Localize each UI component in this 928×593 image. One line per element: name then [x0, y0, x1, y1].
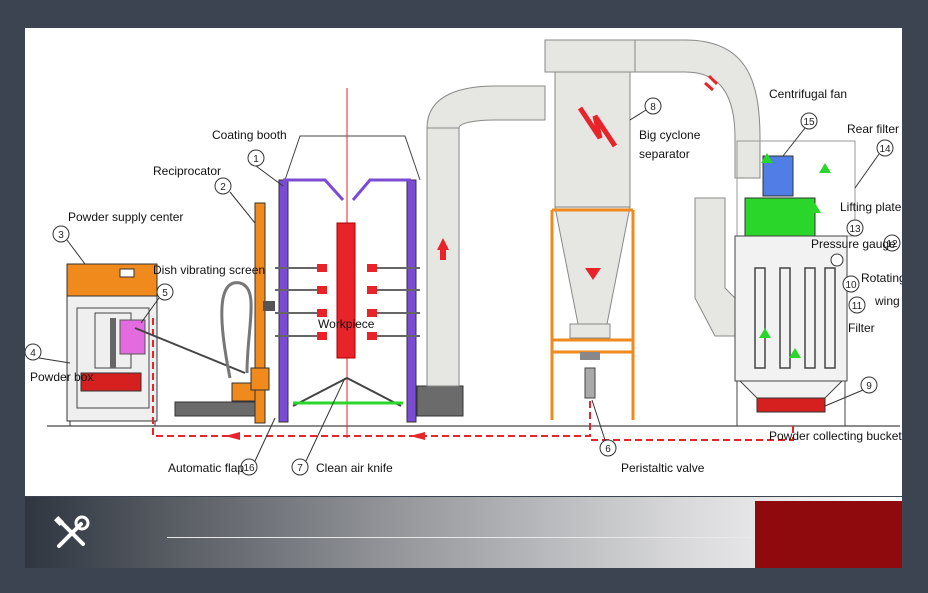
callout-1: 1 — [253, 154, 259, 165]
callout-2: 2 — [220, 182, 226, 193]
label-powder-collecting-bucket: Powder collecting bucket — [769, 429, 902, 443]
label-rotating: Rotating — [861, 271, 902, 285]
filter-housing — [734, 140, 856, 426]
callout-3: 3 — [58, 230, 64, 241]
label-big-cyclone: Big cyclone — [639, 128, 701, 142]
label-powder-supply-center: Powder supply center — [68, 210, 183, 224]
label-filter: Filter — [848, 321, 875, 335]
label-workpiece: Workpiece — [318, 317, 375, 331]
label-separator: separator — [639, 147, 690, 161]
label-centrifugal-fan: Centrifugal fan — [769, 87, 847, 101]
callout-5: 5 — [162, 288, 168, 299]
label-reciprocator: Reciprocator — [153, 164, 221, 178]
coating-booth — [275, 88, 421, 438]
callout-16: 16 — [243, 463, 255, 474]
reciprocator — [250, 202, 275, 424]
wrench-screwdriver-icon — [54, 515, 90, 548]
powder-supply-center — [66, 263, 158, 426]
air-duct — [416, 85, 546, 417]
powder-return-line — [152, 318, 794, 441]
callout-14: 14 — [879, 144, 891, 155]
callout-15: 15 — [803, 117, 815, 128]
diagram-panel: 1 2 3 4 5 6 7 8 9 10 11 12 13 — [25, 28, 902, 496]
label-rear-filter: Rear filter — [847, 122, 899, 136]
footer-divider-line — [167, 537, 779, 538]
label-lifting-plate: Lifting plate — [840, 200, 902, 214]
callout-12: 12 — [886, 239, 898, 250]
label-peristaltic-valve: Peristaltic valve — [621, 461, 705, 475]
labels: Coating booth Reciprocator Powder supply… — [30, 87, 902, 475]
footer-bar — [25, 497, 902, 568]
callout-13: 13 — [849, 224, 861, 235]
callout-9: 9 — [866, 381, 872, 392]
label-dish-vibrating-screen: Dish vibrating screen — [153, 263, 265, 277]
callout-6: 6 — [605, 444, 611, 455]
callouts: 1 2 3 4 5 6 7 8 9 10 11 12 13 — [25, 97, 901, 476]
callout-11: 11 — [852, 301, 863, 312]
label-coating-booth: Coating booth — [212, 128, 287, 142]
label-clean-air-knife: Clean air knife — [316, 461, 393, 475]
cyclone-to-filter-duct — [634, 39, 761, 337]
callout-7: 7 — [297, 463, 303, 474]
callout-8: 8 — [650, 102, 656, 113]
label-pressure-gauge: Pressure gauge — [811, 237, 896, 251]
big-cyclone-separator — [544, 39, 636, 420]
callout-10: 10 — [845, 280, 857, 291]
label-automatic-flap: Automatic flap — [168, 461, 244, 475]
label-powder-box: Powder box — [30, 370, 93, 384]
callout-4: 4 — [30, 348, 36, 359]
powder-coating-system-diagram: 1 2 3 4 5 6 7 8 9 10 11 12 13 — [25, 39, 902, 476]
footer-accent-block — [755, 501, 902, 568]
label-wing: wing — [874, 294, 900, 308]
